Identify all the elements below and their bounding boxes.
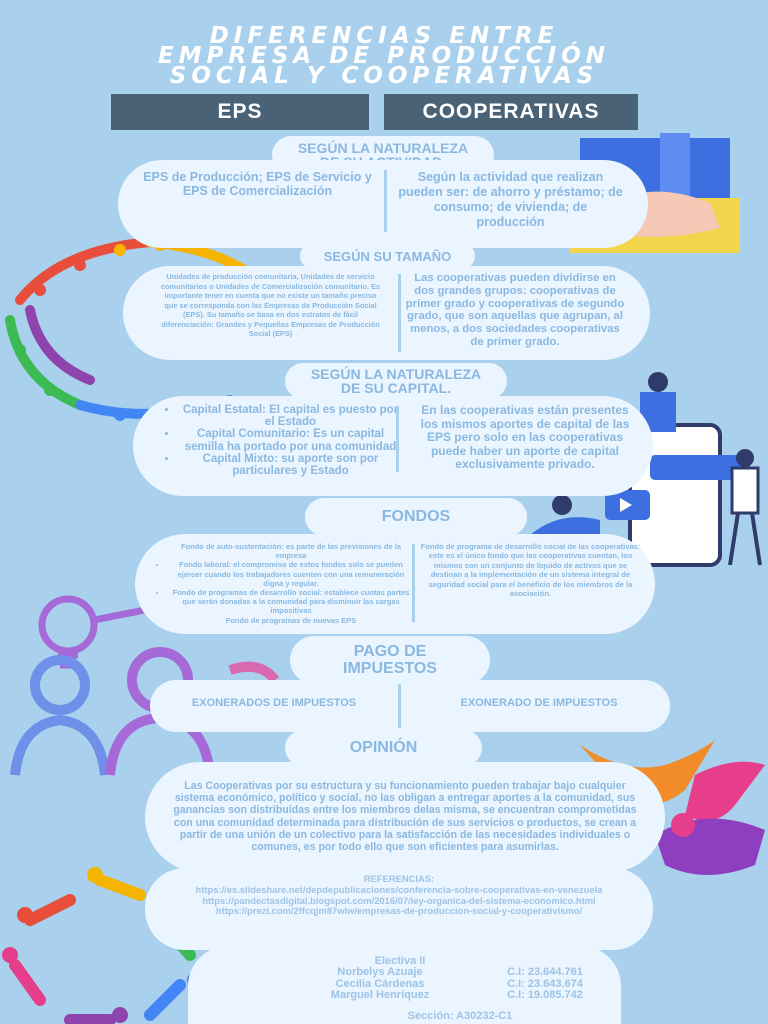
divider xyxy=(384,170,387,232)
people-on-phone-illustration xyxy=(530,372,762,567)
title-line-1: DIFERENCIAS ENTRE xyxy=(209,23,559,49)
list-item: Fondo de programas de desarrollo social:… xyxy=(167,588,415,616)
coop-actividad-text: Según la actividad que realizan pueden s… xyxy=(398,170,623,229)
reference-link[interactable]: https://prezi.com/2ffcqjm87wlw/empresas-… xyxy=(215,905,583,917)
cooperativas-header: COOPERATIVAS xyxy=(384,94,638,130)
section-label-impuestos: PAGO DE IMPUESTOS xyxy=(290,636,490,684)
list-item: Fondo de auto-sustentación: es parte de … xyxy=(180,542,402,561)
divider xyxy=(398,274,401,352)
credit-row: Norbelys Azuaje C.I: 23.644.761 xyxy=(337,966,583,979)
page-title: DIFERENCIAS ENTRE EMPRESA DE PRODUCCIÓN … xyxy=(0,23,768,89)
reference-link[interactable]: https://pandectasdigital.blogspot.com/20… xyxy=(202,894,596,906)
eps-tamano-text: Unidades de producción comunitaria, Unid… xyxy=(160,272,381,338)
title-line-3: SOCIAL Y COOPERATIVAS xyxy=(169,63,599,89)
course-name: Electiva II xyxy=(374,955,426,967)
section-cloud-capital xyxy=(133,396,653,496)
section-cloud-tamano xyxy=(123,266,650,360)
list-item: Capital Mixto: su aporte son por particu… xyxy=(178,453,403,477)
opinion-text: Las Cooperativas por su estructura y su … xyxy=(173,780,637,854)
eps-actividad-text: EPS de Producción; EPS de Servicio y EPS… xyxy=(143,170,372,198)
section-label-fondos: FONDOS xyxy=(305,498,527,536)
divider xyxy=(412,544,415,622)
references-label: REFERENCIAS: xyxy=(363,873,435,884)
divider xyxy=(398,684,401,728)
credits: Electiva II Norbelys Azuaje C.I: 23.644.… xyxy=(300,955,620,1022)
eps-impuestos-text: EXONERADOS DE IMPUESTOS xyxy=(191,697,357,709)
coop-capital-text: En las cooperativas están presentes los … xyxy=(420,403,630,471)
divider xyxy=(396,406,399,472)
section-label-tamano: SEGÚN SU TAMAÑO xyxy=(300,243,475,269)
coop-tamano-text: Las cooperativas pueden dividirse en dos… xyxy=(405,272,625,348)
credit-row: Marguel Henríquez C.I: 19.085.742 xyxy=(330,989,583,1002)
eps-capital-list: Capital Estatal: El capital es puesto po… xyxy=(160,404,403,477)
section-cloud-actividad xyxy=(118,160,648,248)
coop-impuestos-text: EXONERADO DE IMPUESTOS xyxy=(460,697,618,709)
list-item: Fondo laboral: el compromiso de estos fo… xyxy=(167,560,415,588)
references-cloud xyxy=(145,868,653,950)
title-line-2: EMPRESA DE PRODUCCIÓN xyxy=(157,43,611,69)
reference-link[interactable]: https://es.slideshare.net/depdepublicaci… xyxy=(195,883,603,895)
list-item: Capital Estatal: El capital es puesto po… xyxy=(178,404,403,428)
dancing-people-illustration xyxy=(580,740,765,875)
section-code: Sección: A30232-C1 xyxy=(407,1009,513,1022)
section-label-capital: SEGÚN LA NATURALEZA DE SU CAPITAL. xyxy=(285,363,507,399)
credit-row: Cecilia Cárdenas C.I: 23.643.674 xyxy=(335,977,583,990)
section-cloud-impuestos xyxy=(150,680,670,732)
list-item: Capital Comunitario: Es un capital semil… xyxy=(178,428,403,452)
credits-cloud xyxy=(188,946,621,1024)
coop-fondos-text: Fondo de programa de desarrollo social d… xyxy=(420,542,641,599)
section-cloud-opinion xyxy=(145,762,665,872)
section-cloud-fondos xyxy=(135,534,655,634)
section-label-opinion: OPINIÓN xyxy=(285,730,482,766)
eps-header: EPS xyxy=(111,94,369,130)
eps-fondos-list: Fondo de auto-sustentación: es parte de … xyxy=(155,542,415,625)
references: REFERENCIAS: https://es.slideshare.net/d… xyxy=(160,873,638,917)
list-item: Fondo de programas de nuevas EPS xyxy=(225,615,357,625)
